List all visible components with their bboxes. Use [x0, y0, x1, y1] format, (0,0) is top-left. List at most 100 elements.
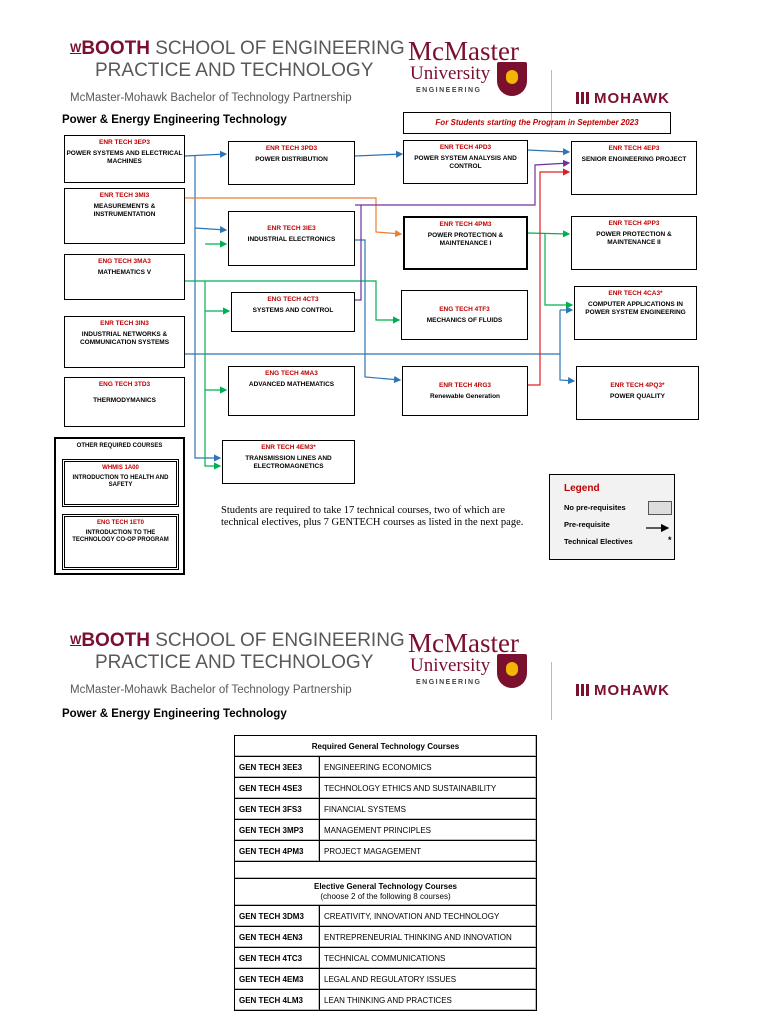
course-box-3td3: ENG TECH 3TD3 THERMODYMANICS [64, 377, 185, 427]
course-name: INTRODUCTION TO THE TECHNOLOGY CO-OP PRO… [72, 529, 169, 544]
course-code: ENR TECH 3EP3 [99, 139, 150, 146]
course-box-4ep3: ENR TECH 4EP3 SENIOR ENGINEERING PROJECT [571, 141, 697, 195]
course-code: ENG TECH 4MA3 [265, 370, 318, 377]
prerequisite-arrows [184, 148, 576, 470]
course-name: MECHANICS OF FLUIDS [426, 317, 503, 324]
course-box-whmis: WHMIS 1A00 INTRODUCTION TO HEALTH AND SA… [62, 459, 179, 507]
course-box-4ca3: ENR TECH 4CA3* COMPUTER APPLICATIONS IN … [574, 286, 697, 340]
course-name: MEASUREMENTS & INSTRUMENTATION [93, 203, 156, 218]
legend-prereq: Pre-requisite [564, 520, 610, 529]
course-box-4tf3: ENG TECH 4TF3 MECHANICS OF FLUIDS [401, 290, 528, 340]
partnership-text: McMaster-Mohawk Bachelor of Technology P… [70, 684, 352, 696]
program-title: Power & Energy Engineering Technology [62, 708, 287, 720]
course-code: ENG TECH 4TF3 [439, 306, 490, 313]
course-code: ENR TECH 3IN3 [100, 320, 149, 327]
course-name: PROJECT MAGAGEMENT [319, 840, 537, 862]
elective-heading-cell: Elective General Technology Courses(choo… [234, 878, 537, 906]
required-heading: Required General Technology Courses [234, 735, 537, 757]
course-name: LEGAL AND REGULATORY ISSUES [319, 968, 537, 990]
course-code: GEN TECH 4PM3 [234, 840, 320, 862]
course-code: GEN TECH 4SE3 [234, 777, 320, 799]
mcmaster-wordmark: McMaster [408, 628, 519, 658]
course-name: POWER DISTRIBUTION [255, 156, 328, 163]
course-name: THERMODYMANICS [93, 397, 156, 404]
course-box-3ma3: ENG TECH 3MA3 MATHEMATICS V [64, 254, 185, 300]
page-header: WBOOTH SCHOOL OF ENGINEERING PRACTICE AN… [0, 622, 768, 720]
course-name: INDUSTRIAL NETWORKS & COMMUNICATION SYST… [79, 331, 170, 346]
course-name: ENGINEERING ECONOMICS [319, 756, 537, 778]
page-header: WBOOTH SCHOOL OF ENGINEERING PRACTICE AN… [0, 30, 768, 128]
booth-logo-line1: WBOOTH SCHOOL OF ENGINEERING [70, 630, 405, 651]
logo-divider [551, 662, 552, 720]
course-code: ENG TECH 4CT3 [267, 296, 319, 303]
page-one: WBOOTH SCHOOL OF ENGINEERING PRACTICE AN… [0, 30, 768, 590]
requirements-note: Students are required to take 17 technic… [221, 505, 524, 528]
course-box-3ep3: ENR TECH 3EP3 POWER SYSTEMS AND ELECTRIC… [64, 135, 185, 183]
booth-logo-line2: PRACTICE AND TECHNOLOGY [95, 60, 374, 81]
elective-heading: Elective General Technology Courses [313, 882, 457, 891]
table-spacer-row [234, 861, 537, 879]
course-name: POWER SYSTEMS AND ELECTRICAL MACHINES [66, 150, 183, 165]
mohawk-bars-icon [576, 92, 589, 104]
mohawk-wordmark: MOHAWK [594, 90, 670, 107]
course-name: CREATIVITY, INNOVATION AND TECHNOLOGY [319, 905, 537, 927]
mohawk-wordmark: MOHAWK [594, 682, 670, 699]
course-box-3in3: ENR TECH 3IN3 INDUSTRIAL NETWORKS & COMM… [64, 316, 185, 368]
booth-w-mark: W [70, 41, 82, 55]
mohawk-bars-icon [576, 684, 589, 696]
course-code: GEN TECH 4EN3 [234, 926, 320, 948]
course-name: POWER PROTECTION & MAINTENANCE I [427, 232, 504, 247]
university-wordmark: University [410, 63, 491, 84]
course-code: ENG TECH 3TD3 [98, 381, 151, 388]
course-box-3ie3: ENR TECH 3IE3 INDUSTRIAL ELECTRONICS [228, 211, 355, 266]
page-two: WBOOTH SCHOOL OF ENGINEERING PRACTICE AN… [0, 622, 768, 1024]
other-required-heading: OTHER REQUIRED COURSES [76, 443, 163, 449]
booth-rest: SCHOOL OF ENGINEERING [149, 630, 405, 651]
mohawk-logo: MOHAWK [576, 682, 670, 699]
gentech-table: Required General Technology Courses GEN … [234, 735, 537, 1011]
course-code: GEN TECH 3DM3 [234, 905, 320, 927]
course-box-4pq3: ENR TECH 4PQ3* POWER QUALITY [576, 366, 699, 420]
course-box-4ct3: ENG TECH 4CT3 SYSTEMS AND CONTROL [231, 292, 355, 332]
course-code: ENR TECH 4PM3 [439, 221, 492, 228]
course-code: ENG TECH 1ET0 [96, 520, 144, 526]
university-wordmark: University [410, 655, 491, 676]
course-name: COMPUTER APPLICATIONS IN POWER SYSTEM EN… [585, 301, 686, 316]
intake-banner: For Students starting the Program in Sep… [403, 112, 671, 134]
course-name: INDUSTRIAL ELECTRONICS [247, 236, 336, 243]
course-code: GEN TECH 3FS3 [234, 798, 320, 820]
course-box-1et0: ENG TECH 1ET0 INTRODUCTION TO THE TECHNO… [62, 514, 179, 570]
course-name: ADVANCED MATHEMATICS [248, 381, 335, 388]
legend-star: * [668, 535, 672, 545]
legend-electives: Technical Electives [564, 537, 633, 546]
course-code: ENR TECH 4PD3 [439, 144, 492, 151]
course-name: LEAN THINKING AND PRACTICES [319, 989, 537, 1011]
legend: Legend No pre-requisites Pre-requisite T… [549, 474, 675, 560]
course-code: GEN TECH 4EM3 [234, 968, 320, 990]
legend-title: Legend [564, 483, 600, 494]
course-name: TRANSMISSION LINES AND ELECTROMAGNETICS [245, 455, 332, 470]
course-box-4rg3: ENR TECH 4RG3 Renewable Generation [402, 366, 528, 416]
course-name: POWER PROTECTION & MAINTENANCE II [596, 231, 672, 246]
spacer-cell [234, 861, 537, 879]
course-name: SYSTEMS AND CONTROL [252, 307, 334, 314]
course-box-4pp3: ENR TECH 4PP3 POWER PROTECTION & MAINTEN… [571, 216, 697, 270]
engineering-wordmark: ENGINEERING [416, 679, 482, 686]
course-name: POWER SYSTEM ANALYSIS AND CONTROL [414, 155, 517, 170]
course-code: ENR TECH 4EM3* [261, 444, 316, 451]
course-code: GEN TECH 3MP3 [234, 819, 320, 841]
legend-box-sample [648, 501, 672, 515]
course-code: ENR TECH 4PQ3* [610, 382, 665, 389]
course-name: MATHEMATICS V [97, 269, 152, 276]
mcmaster-crest-icon [497, 62, 527, 96]
course-name: INTRODUCTION TO HEALTH AND SAFETY [72, 474, 169, 489]
course-box-4pd3: ENR TECH 4PD3 POWER SYSTEM ANALYSIS AND … [403, 140, 528, 184]
program-title: Power & Energy Engineering Technology [62, 114, 287, 126]
